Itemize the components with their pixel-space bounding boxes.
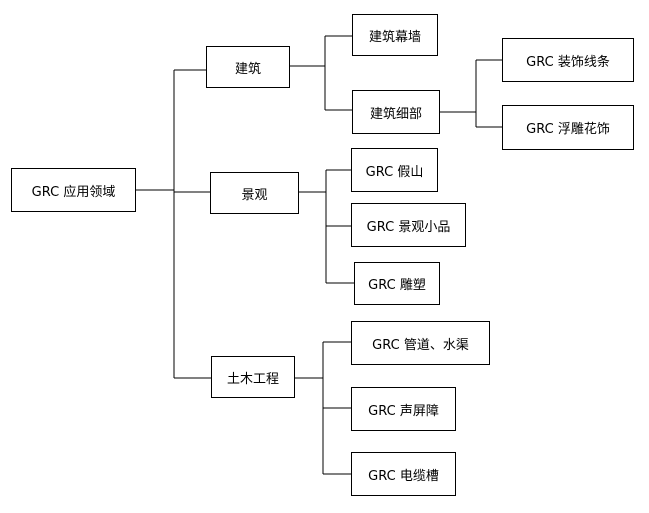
node-relief-ornaments: GRC 浮雕花饰 xyxy=(502,105,634,150)
node-landscape-features: GRC 景观小品 xyxy=(351,203,466,247)
branch-architecture: 建筑 xyxy=(206,46,290,88)
node-architectural-details: 建筑细部 xyxy=(352,90,440,134)
node-decorative-lines: GRC 装饰线条 xyxy=(502,38,634,82)
node-curtain-wall: 建筑幕墙 xyxy=(352,14,438,56)
node-sculpture: GRC 雕塑 xyxy=(354,262,440,305)
node-sound-barrier: GRC 声屏障 xyxy=(351,387,456,431)
node-cable-trough: GRC 电缆槽 xyxy=(351,452,456,496)
branch-landscape: 景观 xyxy=(210,172,299,214)
branch-civil-engineering: 土木工程 xyxy=(211,356,295,398)
node-pipes-channels: GRC 管道、水渠 xyxy=(351,321,490,365)
node-rockery: GRC 假山 xyxy=(351,148,438,192)
root-node: GRC 应用领域 xyxy=(11,168,136,212)
